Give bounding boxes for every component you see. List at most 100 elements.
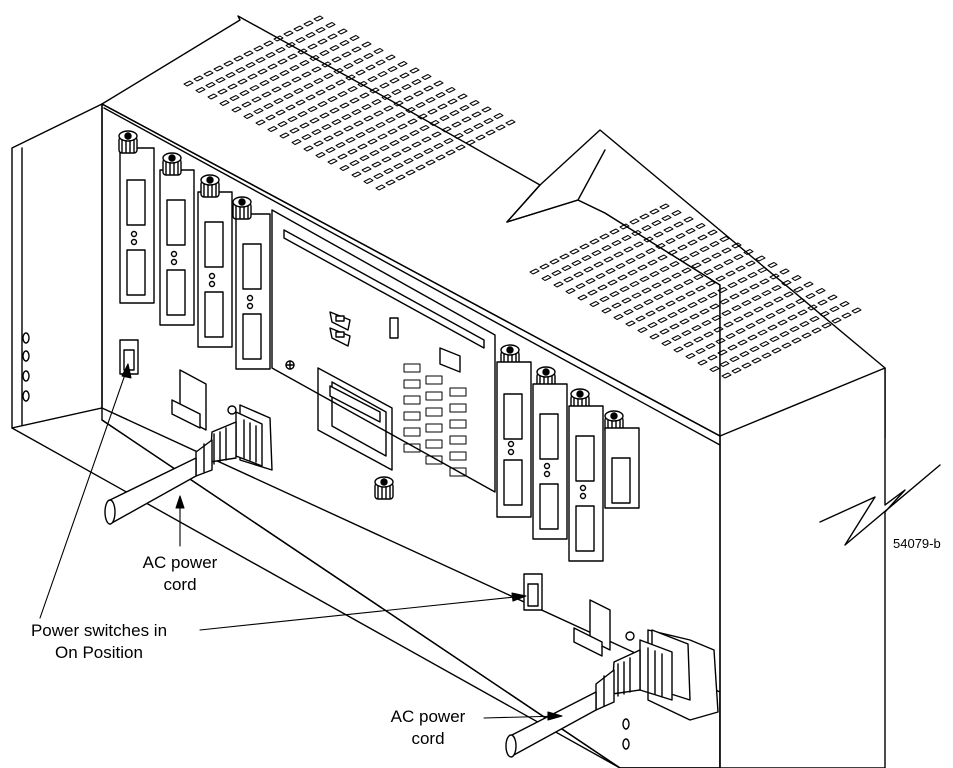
vent-hole-icon [287, 53, 298, 60]
vent-hole-icon [729, 356, 740, 362]
vent-hole-icon [687, 302, 698, 308]
vent-hole-icon [271, 86, 282, 93]
vent-hole-icon [667, 312, 678, 318]
vent-hole-icon [707, 292, 718, 298]
vent-hole-icon [333, 130, 344, 137]
vent-hole-icon [295, 99, 306, 106]
vent-hole-icon [751, 357, 762, 364]
vent-hole-icon [297, 111, 308, 117]
vent-hole-icon [485, 129, 496, 136]
vent-hole-icon [279, 70, 290, 76]
label-line: On Position [55, 643, 143, 662]
vent-hole-icon [365, 127, 376, 133]
vent-hole-icon [465, 139, 476, 146]
vent-hole-icon [483, 118, 494, 124]
vent-hole-icon [305, 94, 316, 101]
vent-hole-icon [381, 94, 392, 100]
vent-hole-icon [773, 296, 784, 303]
vent-hole-icon [631, 292, 642, 299]
vent-hole-icon [361, 104, 372, 110]
vent-hole-icon [421, 136, 432, 143]
vent-hole-icon [703, 269, 714, 275]
vent-hole-icon [783, 291, 794, 298]
vent-hole-icon [831, 317, 842, 324]
vent-hole-icon [791, 275, 802, 281]
vent-hole-icon [241, 101, 252, 108]
vent-hole-icon [753, 306, 764, 313]
vent-hole-icon [297, 48, 308, 55]
vent-hole-icon [781, 342, 792, 349]
vent-hole-icon [373, 110, 384, 117]
vent-hole-icon [709, 303, 720, 310]
vent-hole-icon [327, 96, 338, 102]
vent-hole-icon [305, 32, 316, 38]
vent-hole-icon [235, 67, 246, 73]
vent-hole-icon [649, 271, 660, 277]
vent-hole-icon [327, 158, 338, 165]
vent-hole-icon [311, 66, 322, 73]
vent-hole-icon [319, 112, 330, 119]
vent-hole-icon [653, 294, 664, 300]
vent-hole-icon [529, 268, 540, 275]
vent-hole-icon [635, 315, 646, 322]
vent-hole-icon [551, 270, 562, 276]
vent-hole-icon [433, 80, 444, 87]
vent-hole-icon [337, 91, 348, 97]
vent-hole-icon [623, 246, 634, 253]
vent-hole-icon [289, 127, 300, 134]
vent-hole-icon [359, 92, 370, 99]
vent-hole-icon [403, 158, 414, 164]
vent-hole-icon [471, 111, 482, 118]
vent-hole-icon [629, 218, 640, 225]
vent-hole-icon [311, 129, 322, 135]
vent-hole-icon [395, 112, 406, 118]
vent-hole-icon [293, 88, 304, 94]
vent-hole-icon [435, 92, 446, 98]
vent-hole-icon [441, 126, 452, 133]
vent-hole-icon [727, 282, 738, 288]
vent-hole-icon [415, 164, 426, 171]
vent-hole-icon [703, 331, 714, 338]
vent-hole-icon [313, 78, 324, 84]
vent-hole-icon [367, 76, 378, 82]
vent-hole-icon [677, 307, 688, 313]
vent-hole-icon [245, 62, 256, 68]
vent-hole-icon [743, 311, 754, 318]
vent-hole-icon [327, 33, 338, 40]
vent-hole-icon [583, 266, 594, 273]
label-line: AC power [390, 707, 466, 726]
vent-hole-icon [267, 63, 278, 70]
vent-hole-icon [375, 184, 386, 191]
vent-hole-icon [387, 128, 398, 135]
vent-hole-icon [601, 307, 612, 314]
vent-hole-icon [261, 91, 272, 98]
vent-hole-icon [797, 309, 808, 316]
vent-hole-icon [355, 69, 366, 76]
vent-hole-icon [337, 153, 348, 160]
vent-hole-icon [791, 337, 802, 344]
vent-hole-icon [663, 289, 674, 295]
vent-hole-icon [593, 261, 604, 268]
vent-hole-icon [195, 87, 206, 93]
vent-hole-icon [767, 324, 778, 331]
vent-hole-icon [357, 81, 368, 87]
vent-hole-icon [705, 280, 716, 287]
vent-hole-icon [815, 288, 826, 294]
vent-hole-icon [695, 223, 706, 229]
vent-hole-icon [263, 103, 274, 109]
vent-hole-icon [691, 262, 702, 269]
vent-hole-icon [559, 253, 570, 260]
vent-hole-icon [595, 273, 606, 279]
vent-hole-icon [299, 60, 310, 66]
vent-hole-icon [729, 293, 740, 300]
vent-hole-icon [607, 279, 618, 286]
ac-power-cord-label-right: AC power cord [378, 706, 478, 750]
power-switches-label: Power switches in On Position [4, 620, 194, 664]
vent-hole-icon [677, 244, 688, 251]
vent-hole-icon [717, 287, 728, 293]
vent-hole-icon [321, 124, 332, 130]
vent-hole-icon [685, 290, 696, 297]
vent-hole-icon [275, 109, 286, 116]
vent-hole-icon [319, 50, 330, 56]
vent-hole-icon [755, 255, 766, 262]
